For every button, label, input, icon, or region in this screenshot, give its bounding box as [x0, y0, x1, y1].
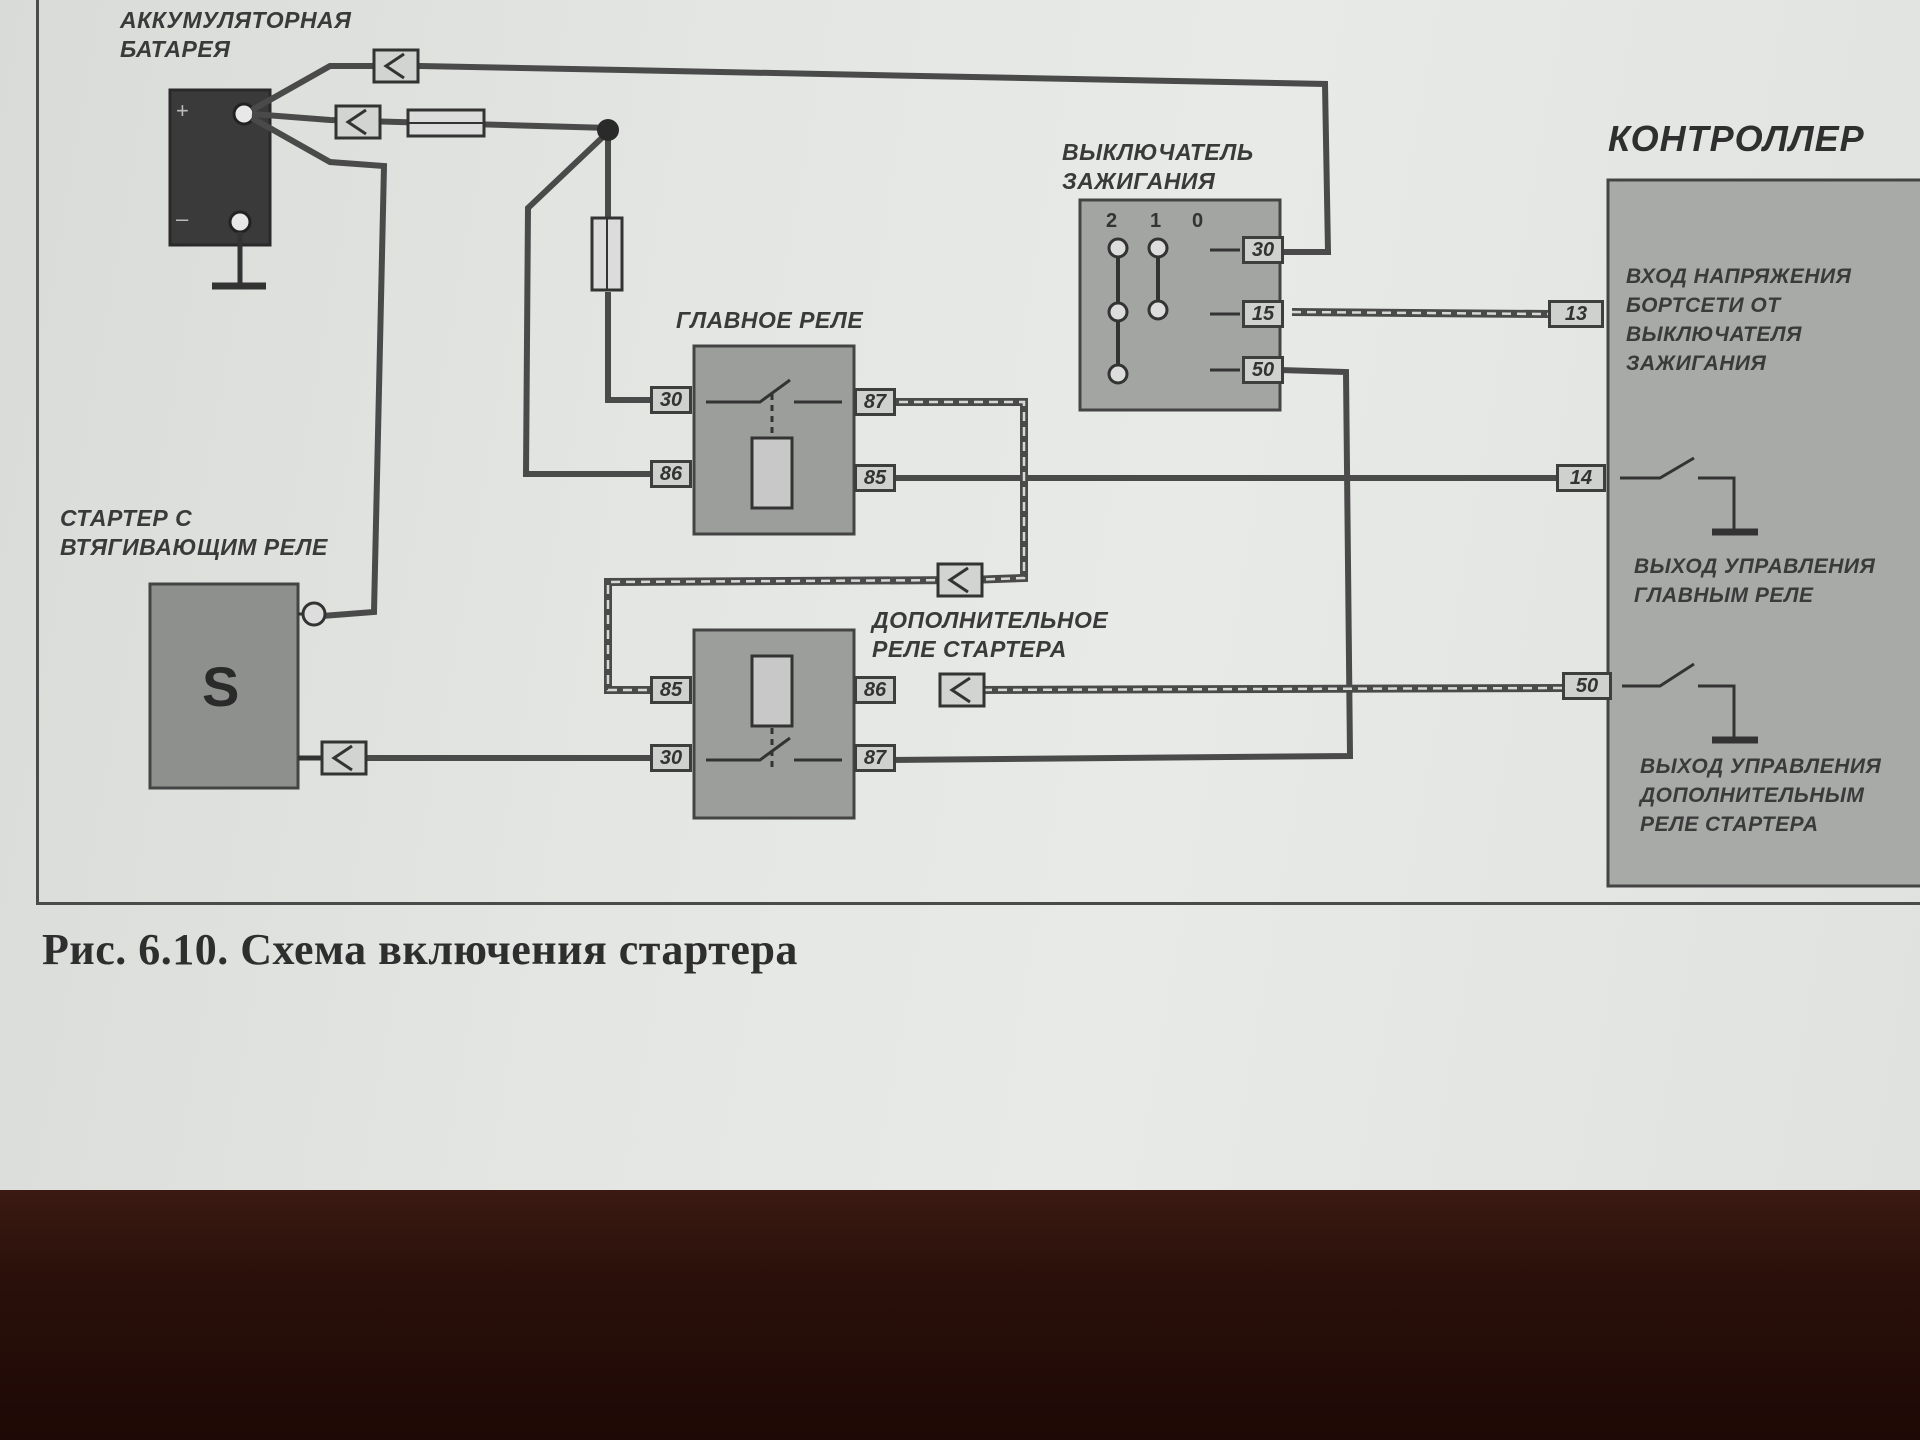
aux-relay-pin-86: 86	[854, 676, 896, 704]
controller-pin-13: 13	[1548, 300, 1604, 328]
controller-pin-50: 50	[1562, 672, 1612, 700]
dashed-wires-overlay	[606, 310, 1563, 692]
ignition-pin-30: 30	[1242, 236, 1284, 264]
junction-node	[597, 119, 619, 141]
aux-relay-pin-30: 30	[650, 744, 692, 772]
battery-label: АККУМУЛЯТОРНАЯ БАТАРЕЯ	[120, 7, 352, 62]
main-relay-pin-85: 85	[854, 464, 896, 492]
main-relay	[692, 344, 856, 536]
ignition-pin-15: 15	[1242, 300, 1284, 328]
switch-position-0: 0	[1192, 210, 1204, 232]
figure-caption: Рис. 6.10. Схема включения стартера	[42, 925, 798, 974]
controller-box	[1606, 178, 1920, 888]
aux-relay-pin-87: 87	[854, 744, 896, 772]
aux-relay-pin-85: 85	[650, 676, 692, 704]
battery-minus-sign: –	[176, 206, 189, 231]
starter-symbol: S	[202, 655, 240, 718]
diagram-frame	[36, 0, 1920, 905]
main-relay-pin-87: 87	[854, 388, 896, 416]
controller-main-relay-output-label: ВЫХОД УПРАВЛЕНИЯ ГЛАВНЫМ РЕЛЕ	[1634, 555, 1876, 607]
ignition-pin-50: 50	[1242, 356, 1284, 384]
starter-label: СТАРТЕР С ВТЯГИВАЮЩИМ РЕЛЕ	[60, 505, 328, 560]
connectors	[320, 48, 986, 776]
starter-motor	[148, 582, 327, 790]
ignition-switch-label: ВЫКЛЮЧАТЕЛЬ ЗАЖИГАНИЯ	[1062, 139, 1254, 194]
controller-pin-14: 14	[1556, 464, 1606, 492]
main-relay-pin-30: 30	[650, 386, 692, 414]
switch-position-1: 1	[1150, 210, 1162, 232]
wooden-table	[0, 1190, 1920, 1440]
controller-aux-relay-output-label: ВЫХОД УПРАВЛЕНИЯ ДОПОЛНИТЕЛЬНЫМ РЕЛЕ СТА…	[1640, 755, 1882, 836]
battery: + –	[168, 88, 272, 290]
controller-title: КОНТРОЛЛЕР	[1608, 118, 1865, 159]
controller-input-label: ВХОД НАПРЯЖЕНИЯ БОРТСЕТИ ОТ ВЫКЛЮЧАТЕЛЯ …	[1626, 265, 1852, 375]
aux-relay	[692, 628, 856, 820]
battery-plus-sign: +	[176, 98, 189, 123]
switch-position-2: 2	[1106, 210, 1118, 232]
main-relay-label: ГЛАВНОЕ РЕЛЕ	[676, 307, 864, 333]
solid-wires	[250, 63, 1562, 763]
aux-relay-label: ДОПОЛНИТЕЛЬНОЕ РЕЛЕ СТАРТЕРА	[872, 607, 1109, 662]
main-relay-pin-86: 86	[650, 460, 692, 488]
